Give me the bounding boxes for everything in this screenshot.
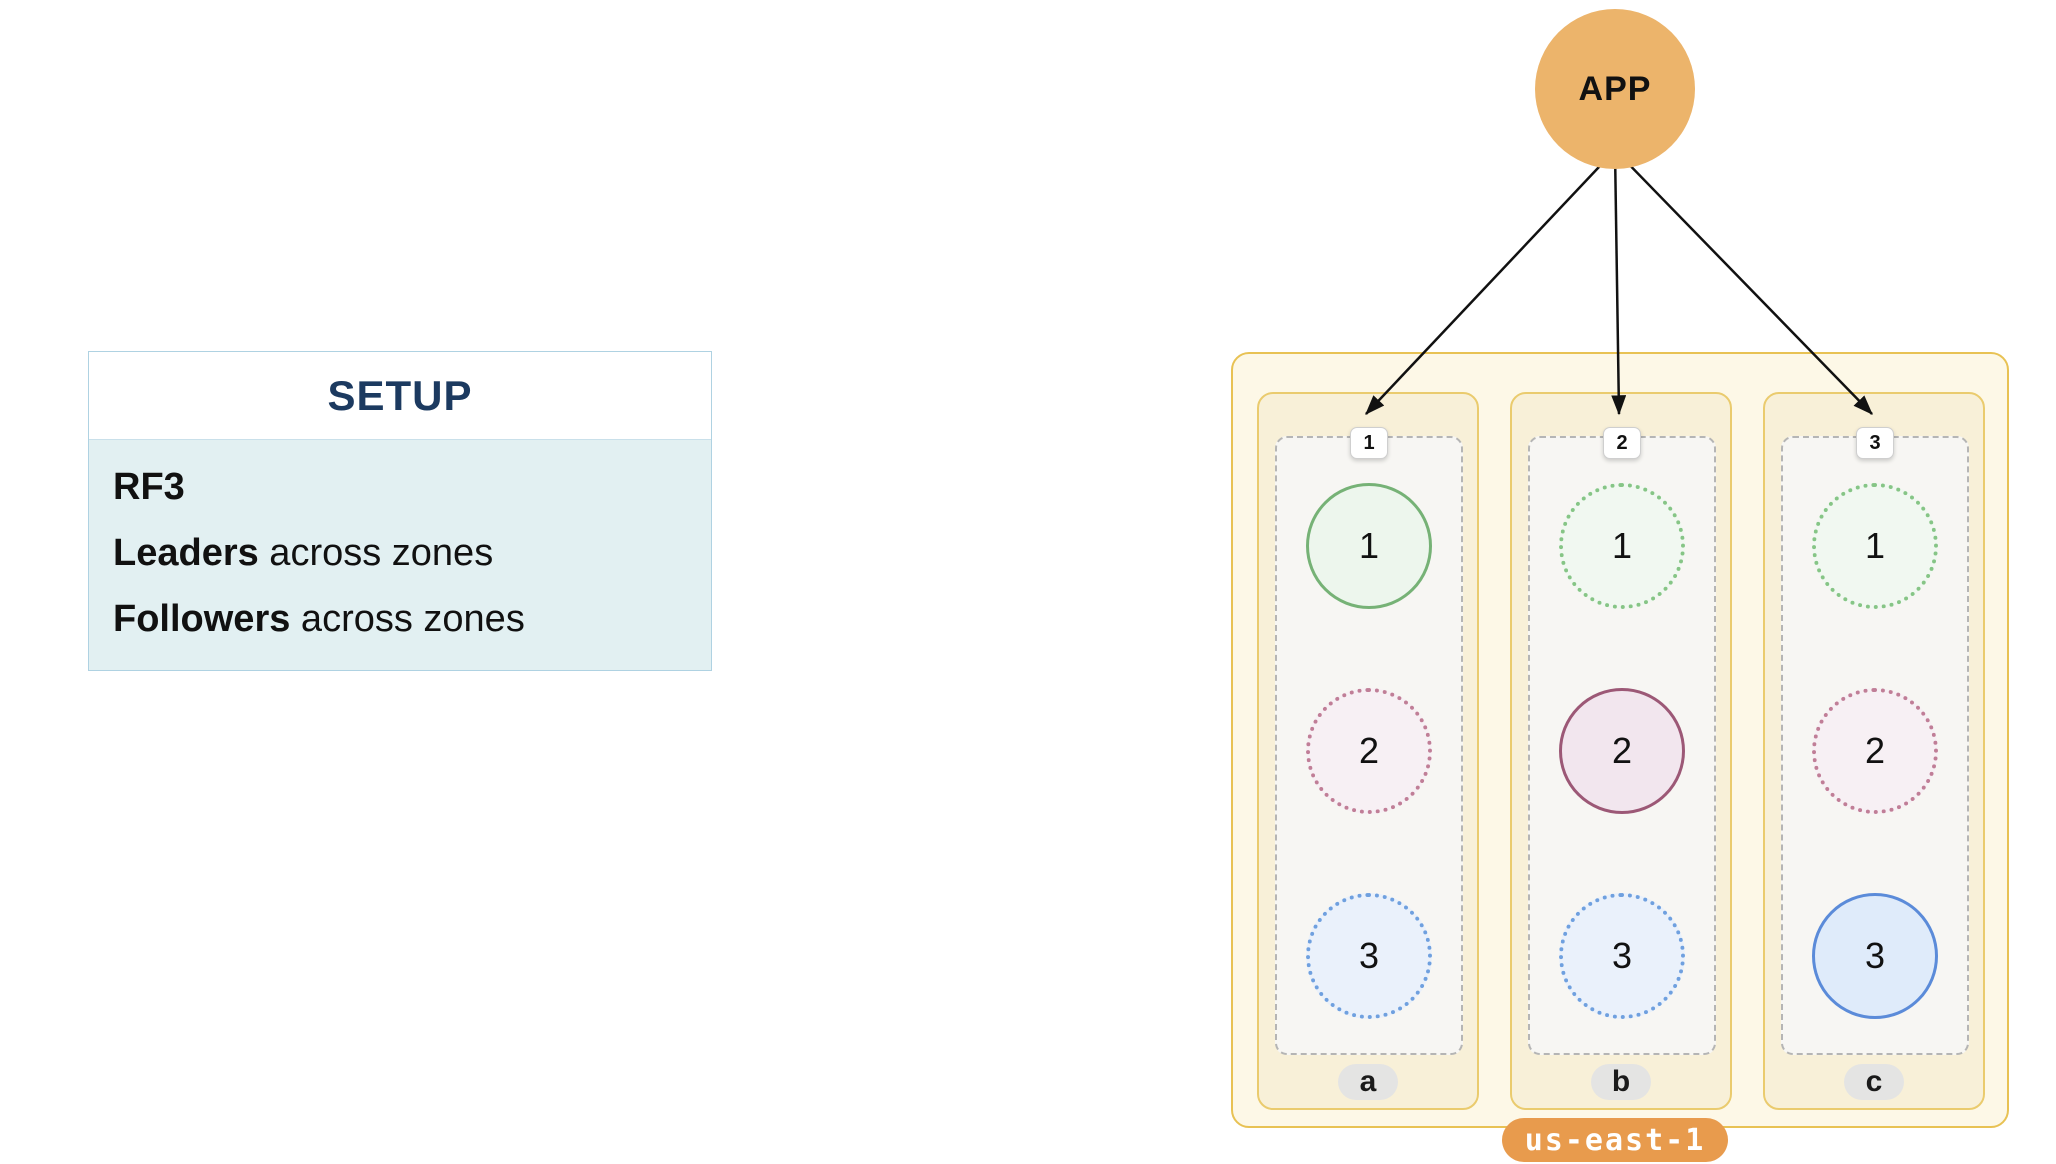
replica-node-label: 1 bbox=[1864, 525, 1886, 566]
setup-line-followers-bold: Followers bbox=[113, 598, 291, 640]
setup-line-leaders-rest: across zones bbox=[258, 532, 494, 574]
zone-a-badge: 1 bbox=[1350, 427, 1388, 459]
zone-c-rack: 3 1 2 3 bbox=[1781, 427, 1969, 1055]
replica-node: 3 bbox=[1812, 893, 1938, 1019]
replica-node-label: 2 bbox=[1611, 730, 1633, 771]
replica-node-label: 2 bbox=[1358, 730, 1380, 771]
setup-line-leaders-bold: Leaders bbox=[113, 532, 259, 574]
zone-b-label: b bbox=[1591, 1064, 1651, 1100]
zone-b: 2 1 2 3 b bbox=[1510, 392, 1732, 1110]
setup-line-rf: RF3 bbox=[113, 454, 711, 520]
replica-node: 2 bbox=[1812, 688, 1938, 814]
replica-node-label: 3 bbox=[1864, 935, 1886, 976]
zone-b-rack: 2 1 2 3 bbox=[1528, 427, 1716, 1055]
replica-node-label: 1 bbox=[1358, 525, 1380, 566]
replica-node: 3 bbox=[1559, 893, 1685, 1019]
setup-line-rf-bold: RF3 bbox=[113, 466, 185, 508]
region-box: 1 1 2 3 a 2 1 2 3 b 3 1 2 3 c bbox=[1231, 352, 2009, 1128]
zone-a: 1 1 2 3 a bbox=[1257, 392, 1479, 1110]
zone-a-label: a bbox=[1338, 1064, 1398, 1100]
replica-node-label: 3 bbox=[1611, 935, 1633, 976]
setup-line-followers: Followers across zones bbox=[113, 586, 711, 652]
replica-node: 1 bbox=[1812, 483, 1938, 609]
setup-line-leaders: Leaders across zones bbox=[113, 520, 711, 586]
replica-node-label: 2 bbox=[1864, 730, 1886, 771]
setup-title: SETUP bbox=[89, 352, 711, 440]
setup-box: SETUP RF3 Leaders across zones Followers… bbox=[88, 351, 712, 671]
zone-a-rack: 1 1 2 3 bbox=[1275, 427, 1463, 1055]
replica-node: 3 bbox=[1306, 893, 1432, 1019]
replica-node-label: 1 bbox=[1611, 525, 1633, 566]
setup-body: RF3 Leaders across zones Followers acros… bbox=[89, 440, 711, 670]
app-node: APP bbox=[1535, 9, 1695, 169]
app-node-label: APP bbox=[1578, 69, 1652, 108]
replica-node: 1 bbox=[1306, 483, 1432, 609]
replica-node: 2 bbox=[1559, 688, 1685, 814]
replica-node-label: 3 bbox=[1358, 935, 1380, 976]
zone-c: 3 1 2 3 c bbox=[1763, 392, 1985, 1110]
zone-c-label: c bbox=[1844, 1064, 1904, 1100]
replica-node: 1 bbox=[1559, 483, 1685, 609]
region-label: us-east-1 bbox=[1502, 1118, 1728, 1162]
zone-b-badge: 2 bbox=[1603, 427, 1641, 459]
zone-c-badge: 3 bbox=[1856, 427, 1894, 459]
setup-line-followers-rest: across zones bbox=[290, 598, 525, 640]
replica-node: 2 bbox=[1306, 688, 1432, 814]
